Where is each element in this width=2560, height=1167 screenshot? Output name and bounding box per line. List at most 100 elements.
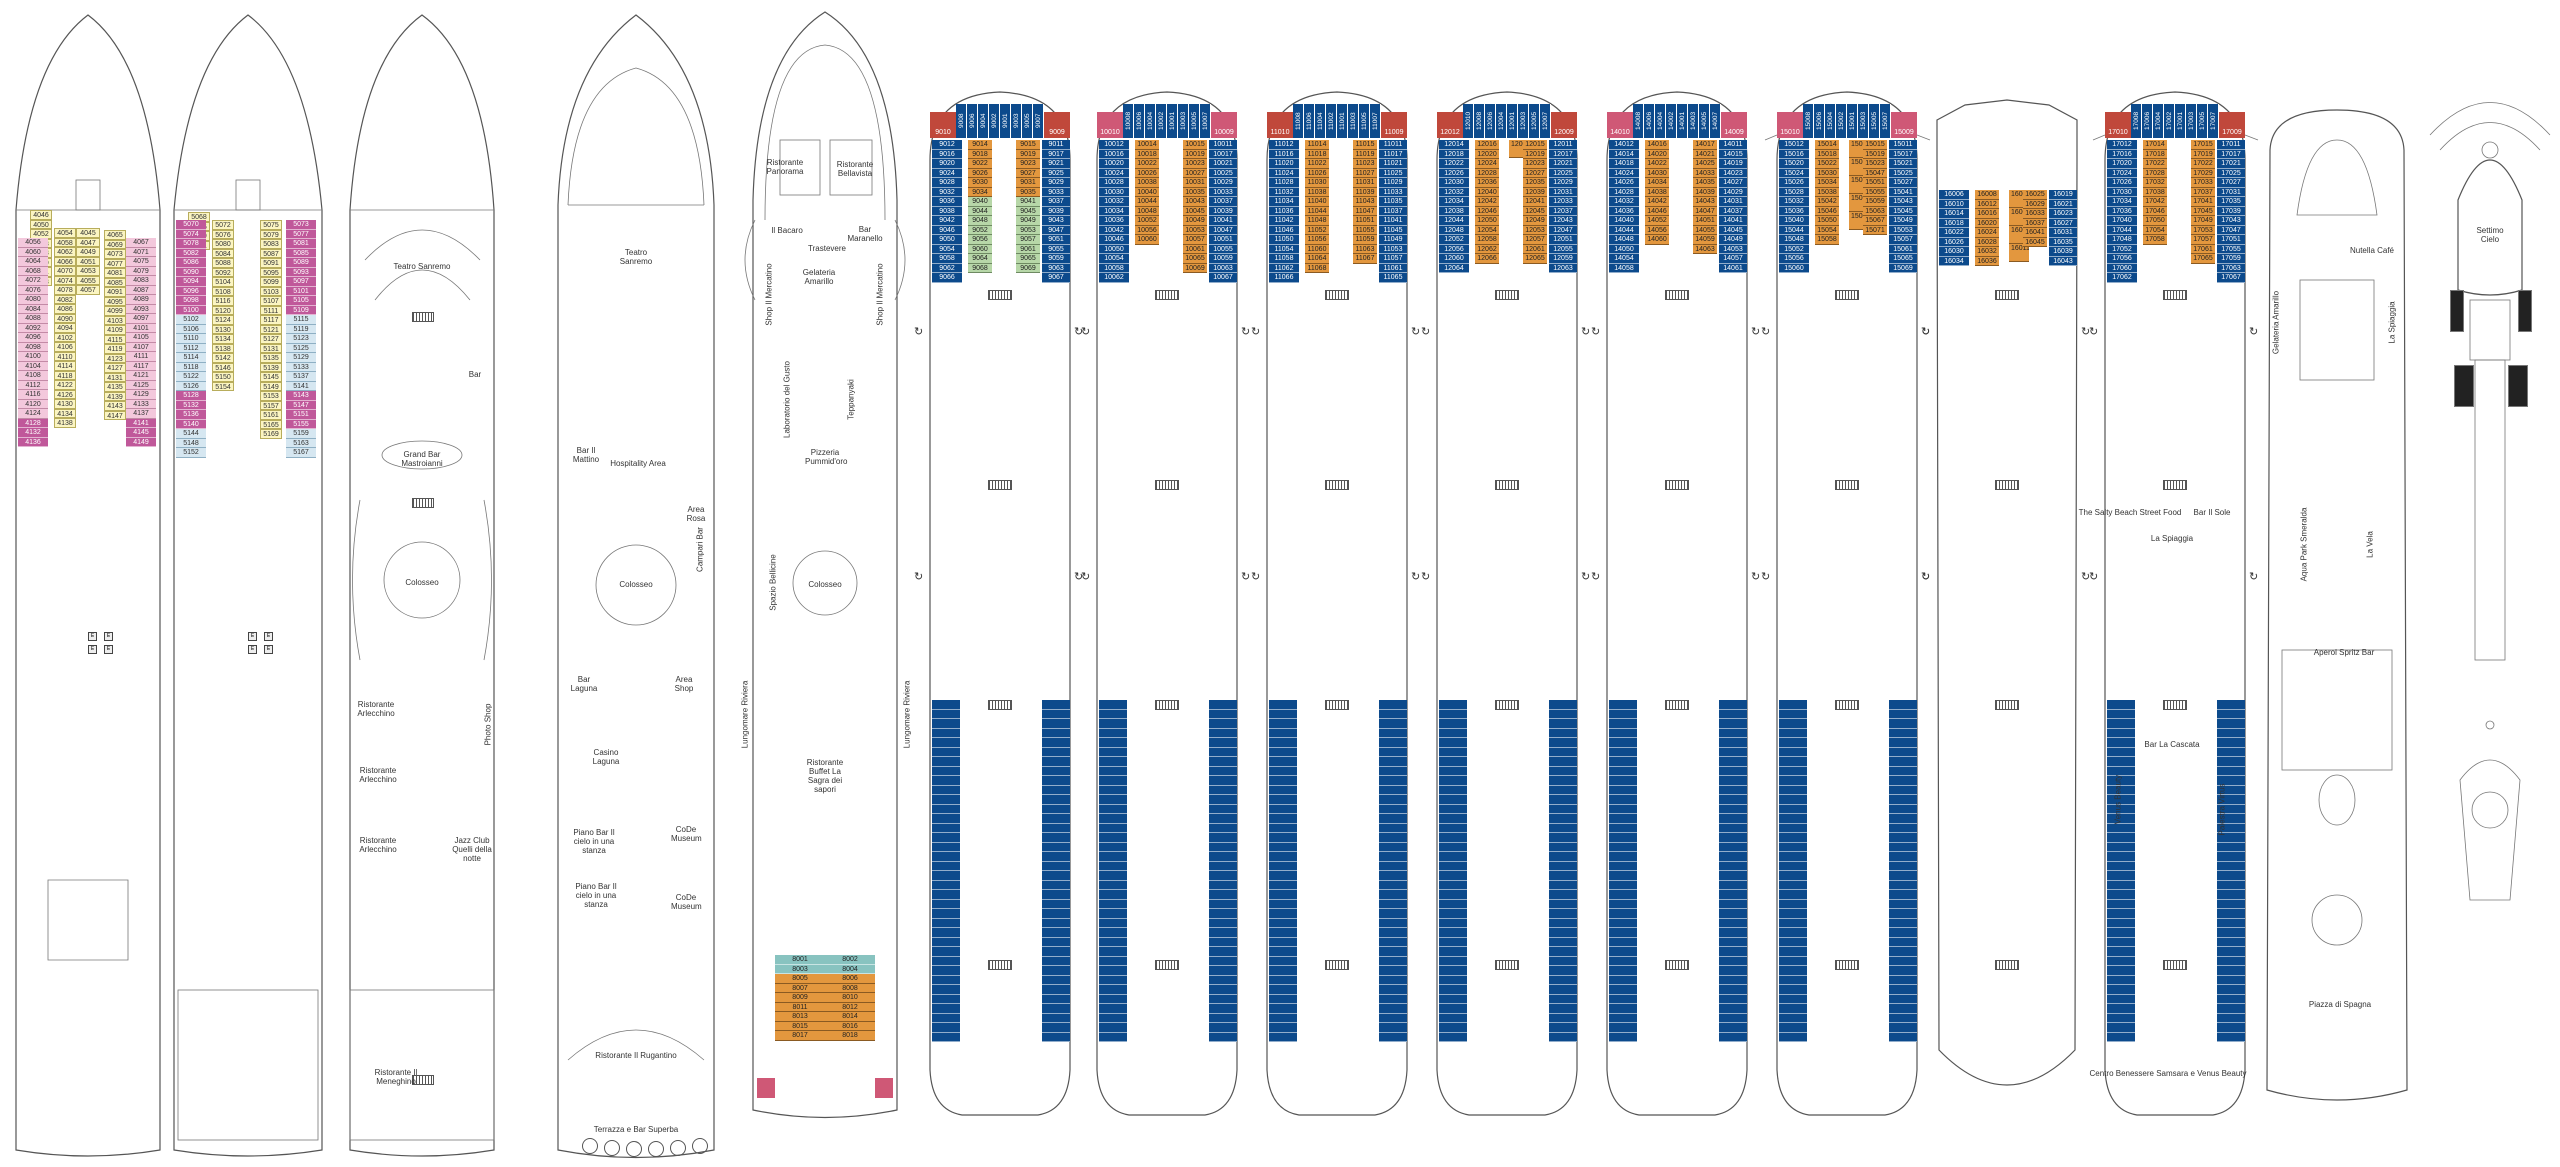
cabin[interactable]: 9059 [1042, 254, 1070, 264]
cabin[interactable]: 15019 [1863, 149, 1887, 159]
cabin[interactable]: 14042 [1645, 197, 1669, 207]
cabin[interactable]: 14004 [1655, 104, 1666, 138]
cabin[interactable]: 11050 [1269, 235, 1299, 245]
cabin[interactable]: 17022 [2191, 159, 2215, 169]
cabin[interactable]: 10035 [1183, 187, 1207, 197]
cabin[interactable]: 10056 [1135, 225, 1159, 235]
cabin[interactable]: 4049 [76, 247, 100, 257]
cabin[interactable]: 9055 [1042, 244, 1070, 254]
cabin[interactable]: 5132 [176, 400, 206, 410]
cabin[interactable]: 11034 [1269, 197, 1299, 207]
cabin[interactable]: 5133 [286, 362, 316, 372]
cabin[interactable]: 12019 [1523, 149, 1547, 159]
cabin[interactable]: 12006 [1485, 104, 1496, 138]
cabin[interactable]: 14043 [1693, 197, 1717, 207]
cabin[interactable]: 15002 [1836, 104, 1847, 138]
cabin[interactable]: 15006 [1814, 104, 1825, 138]
cabin[interactable]: 5148 [176, 438, 206, 448]
cabin[interactable]: 14037 [1719, 206, 1747, 216]
cabin[interactable]: 5152 [176, 448, 206, 458]
cabin[interactable]: 4094 [54, 323, 76, 333]
cabin[interactable]: 5119 [286, 324, 316, 334]
cabin[interactable]: 4097 [126, 314, 156, 324]
cabin[interactable]: 12058 [1475, 235, 1499, 245]
cabin[interactable]: 12059 [1549, 254, 1577, 264]
cabin[interactable]: 4134 [54, 408, 76, 418]
cabin[interactable]: 5146 [212, 362, 234, 372]
cabin[interactable]: 10032 [1099, 197, 1129, 207]
cabin[interactable]: 5131 [260, 343, 282, 353]
cabin[interactable]: 5099 [260, 277, 282, 287]
cabin[interactable]: 4047 [76, 237, 100, 247]
suite-cabin[interactable]: 10010 [1097, 112, 1123, 138]
cabin[interactable]: 4072 [18, 276, 48, 286]
cabin[interactable]: 4123 [104, 353, 126, 363]
cabin[interactable]: 14049 [1719, 235, 1747, 245]
cabin[interactable]: 9005 [1022, 104, 1033, 138]
cabin[interactable]: 10057 [1183, 235, 1207, 245]
cabin[interactable]: 15057 [1889, 235, 1917, 245]
cabin[interactable]: 9051 [1042, 235, 1070, 245]
cabin[interactable]: 14012 [1609, 140, 1639, 150]
cabin[interactable]: 17022 [2143, 159, 2167, 169]
cabin[interactable]: 5122 [176, 372, 206, 382]
cabin[interactable]: 9041 [1016, 197, 1040, 207]
cabin[interactable]: 4127 [104, 363, 126, 373]
cabin[interactable]: 16029 [2023, 199, 2047, 209]
cabin[interactable]: 4135 [104, 382, 126, 392]
cabin[interactable]: 15011 [1889, 140, 1917, 150]
suite-cabin[interactable]: 11009 [1381, 112, 1407, 138]
cabin[interactable]: 9064 [968, 254, 992, 264]
suite-cabin[interactable]: 14010 [1607, 112, 1633, 138]
cabin[interactable]: 5145 [260, 372, 282, 382]
cabin[interactable]: 12036 [1475, 178, 1499, 188]
cabin[interactable]: 14025 [1693, 159, 1717, 169]
cabin[interactable]: 4051 [76, 256, 100, 266]
cabin[interactable]: 11032 [1269, 187, 1299, 197]
cabin[interactable]: 15017 [1889, 149, 1917, 159]
cabin[interactable]: 16045 [2023, 237, 2047, 247]
cabin[interactable]: 5095 [260, 267, 282, 277]
cabin[interactable]: 15049 [1889, 216, 1917, 226]
cabin[interactable]: 12022 [1439, 159, 1469, 169]
cabin[interactable]: 9024 [932, 168, 962, 178]
cabin[interactable]: 14001 [1677, 104, 1688, 138]
cabin[interactable]: 12034 [1439, 197, 1469, 207]
cabin[interactable]: 12051 [1549, 235, 1577, 245]
cabin[interactable]: 9048 [968, 216, 992, 226]
cabin[interactable]: 12008 [1474, 104, 1485, 138]
cabin[interactable]: 11068 [1305, 263, 1329, 273]
cabin[interactable]: 15063 [1863, 206, 1887, 216]
cabin[interactable]: 9049 [1016, 216, 1040, 226]
cabin[interactable]: 12039 [1523, 187, 1547, 197]
cabin[interactable]: 4114 [54, 361, 76, 371]
cabin[interactable]: 17030 [2107, 187, 2137, 197]
cabin[interactable]: 11048 [1305, 216, 1329, 226]
cabin[interactable]: 11012 [1269, 140, 1299, 150]
cabin[interactable]: 16033 [2023, 209, 2047, 219]
cabin[interactable]: 14021 [1693, 149, 1717, 159]
cabin[interactable]: 5089 [286, 258, 316, 268]
cabin[interactable]: 4137 [126, 409, 156, 419]
cabin[interactable]: 10042 [1099, 225, 1129, 235]
cabin[interactable]: 15056 [1779, 254, 1809, 264]
cabin[interactable]: 4055 [76, 275, 100, 285]
cabin[interactable]: 4045 [76, 228, 100, 238]
cabin[interactable]: 11035 [1379, 197, 1407, 207]
cabin[interactable]: 15043 [1889, 197, 1917, 207]
cabin[interactable]: 5093 [286, 267, 316, 277]
cabin[interactable]: 11056 [1305, 235, 1329, 245]
suite-cabin[interactable]: 17009 [2219, 112, 2245, 138]
cabin[interactable]: 10027 [1183, 168, 1207, 178]
cabin[interactable]: 10051 [1209, 235, 1237, 245]
cabin[interactable]: 12041 [1523, 197, 1547, 207]
cabin[interactable]: 4096 [18, 333, 48, 343]
cabin[interactable]: 8005 [775, 974, 825, 984]
cabin[interactable]: 4057 [76, 285, 100, 295]
cabin[interactable]: 15041 [1889, 187, 1917, 197]
cabin[interactable]: 10053 [1183, 225, 1207, 235]
cabin[interactable]: 5087 [260, 248, 282, 258]
cabin[interactable]: 4075 [126, 257, 156, 267]
cabin[interactable]: 14014 [1609, 149, 1639, 159]
cabin[interactable]: 4086 [54, 304, 76, 314]
